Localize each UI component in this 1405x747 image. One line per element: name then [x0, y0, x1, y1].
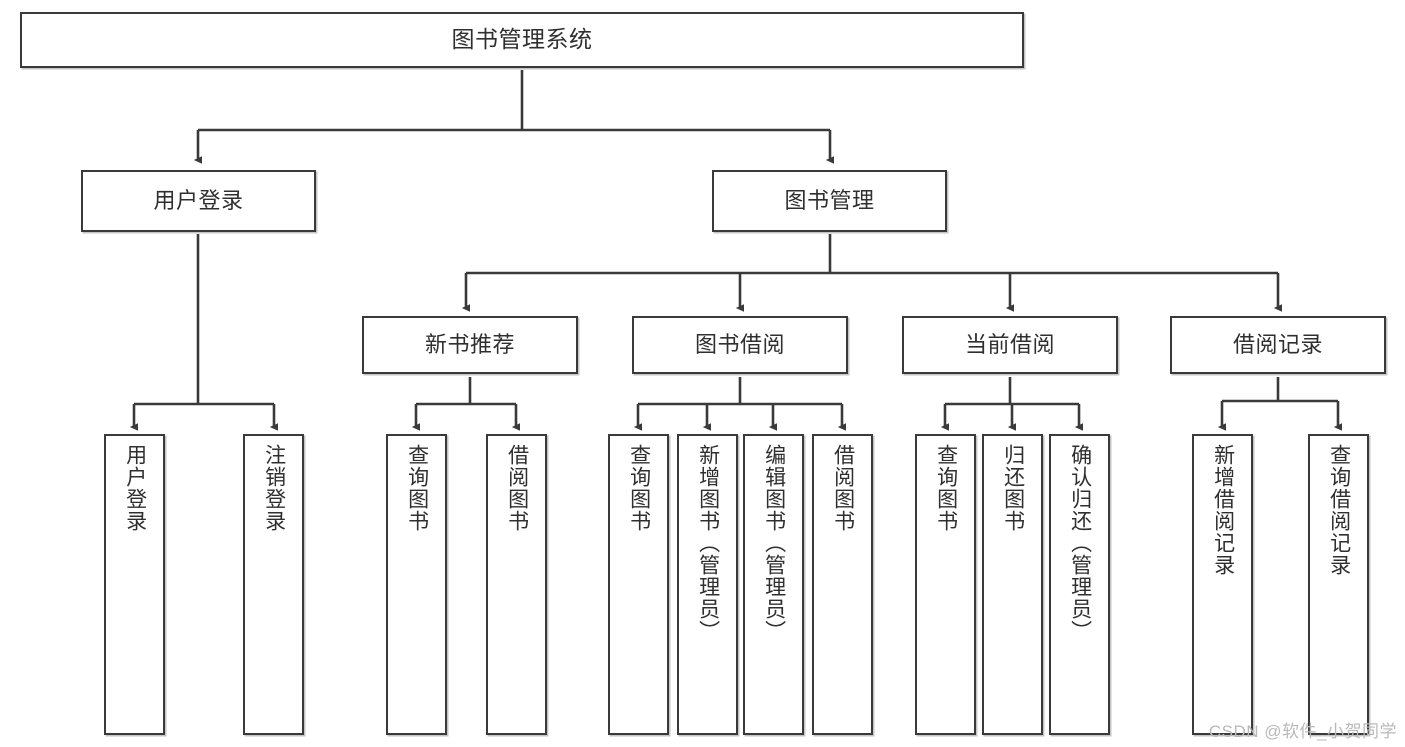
leaf-record-query-record[interactable]: 查询借阅记录 — [1308, 434, 1369, 735]
node-borrow-record[interactable]: 借阅记录 — [1170, 316, 1386, 374]
node-label: 查询图书 — [934, 444, 958, 532]
leaf-borrow-add-book-admin[interactable]: 新增图书（管理员） — [677, 434, 738, 735]
node-label: 图书管理 — [784, 188, 875, 214]
node-label: 归还图书 — [1001, 444, 1025, 532]
node-label: 图书管理系统 — [451, 26, 593, 53]
leaf-current-query-book[interactable]: 查询图书 — [915, 434, 976, 735]
node-label: 借阅记录 — [1232, 332, 1323, 358]
leaf-record-add-record[interactable]: 新增借阅记录 — [1192, 434, 1253, 735]
leaf-recommend-borrow-book[interactable]: 借阅图书 — [486, 434, 547, 735]
node-label: 新增图书（管理员） — [696, 444, 720, 642]
leaf-borrow-edit-book-admin[interactable]: 编辑图书（管理员） — [743, 434, 804, 735]
node-label: 借阅图书 — [831, 444, 855, 532]
node-label: 注销登录 — [262, 444, 286, 532]
csdn-watermark: CSDN @软件_小贺同学 — [1208, 722, 1397, 741]
node-label: 图书借阅 — [694, 332, 785, 358]
leaf-current-confirm-return-admin[interactable]: 确认归还（管理员） — [1049, 434, 1110, 735]
node-label: 查询借阅记录 — [1327, 444, 1351, 576]
node-label: 编辑图书（管理员） — [762, 444, 786, 642]
node-book-borrow[interactable]: 图书借阅 — [632, 316, 848, 374]
leaf-user-login-logout[interactable]: 注销登录 — [243, 434, 304, 735]
node-new-book-recommend[interactable]: 新书推荐 — [362, 316, 578, 374]
node-label: 用户登录 — [153, 188, 244, 214]
node-label: 查询图书 — [405, 444, 429, 532]
leaf-borrow-borrow-book[interactable]: 借阅图书 — [812, 434, 873, 735]
node-label: 查询图书 — [627, 444, 651, 532]
node-label: 用户登录 — [123, 444, 147, 532]
node-label: 新书推荐 — [424, 332, 515, 358]
node-label: 确认归还（管理员） — [1068, 444, 1092, 642]
node-book-management[interactable]: 图书管理 — [712, 170, 947, 232]
leaf-borrow-query-book[interactable]: 查询图书 — [608, 434, 669, 735]
node-label: 借阅图书 — [505, 444, 529, 532]
node-current-borrow[interactable]: 当前借阅 — [902, 316, 1118, 374]
node-user-login[interactable]: 用户登录 — [81, 170, 316, 232]
leaf-recommend-query-book[interactable]: 查询图书 — [386, 434, 447, 735]
leaf-current-return-book[interactable]: 归还图书 — [982, 434, 1043, 735]
node-root-system[interactable]: 图书管理系统 — [20, 12, 1024, 68]
node-label: 当前借阅 — [964, 332, 1055, 358]
leaf-user-login-login[interactable]: 用户登录 — [104, 434, 165, 735]
node-label: 新增借阅记录 — [1211, 444, 1235, 576]
